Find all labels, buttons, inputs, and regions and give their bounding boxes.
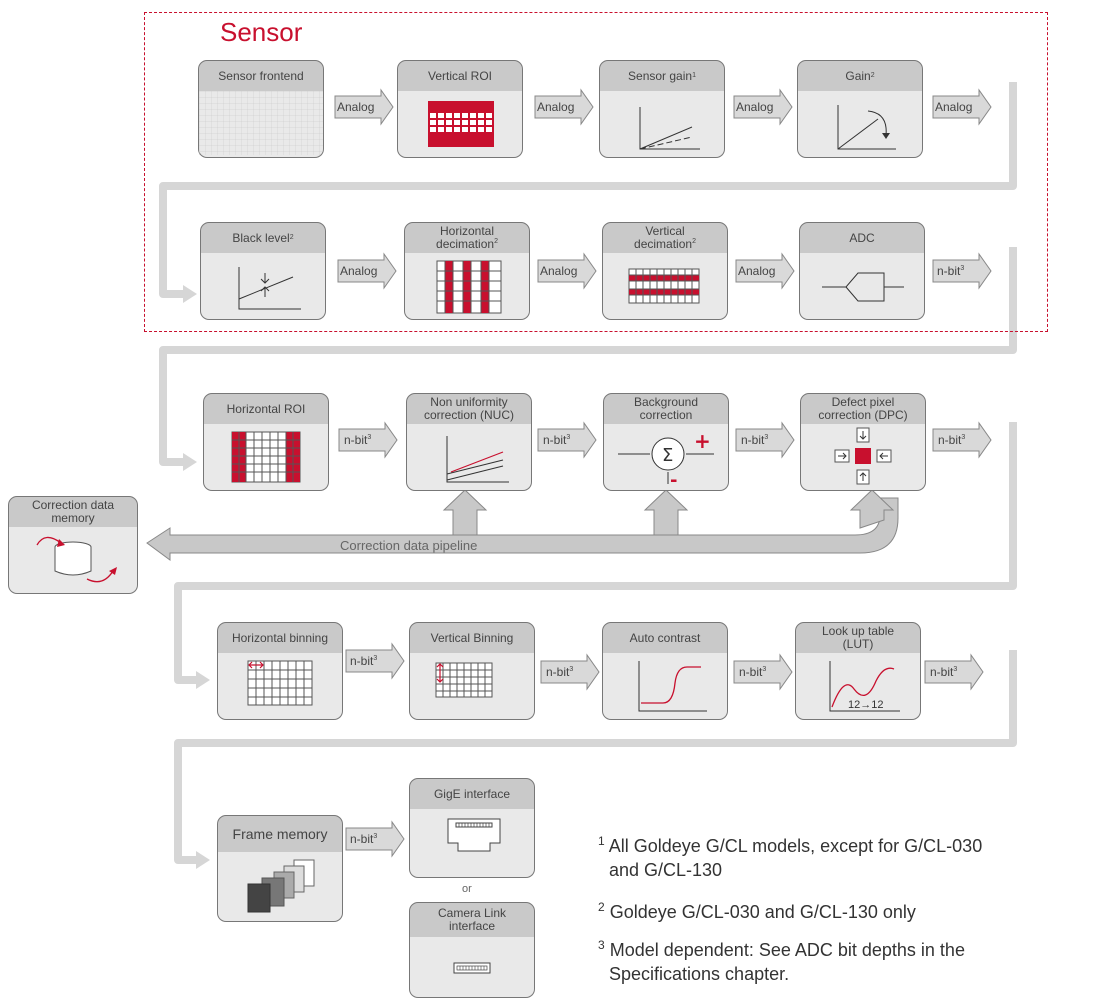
gain-curve-icon	[639, 107, 700, 150]
sensor-title: Sensor	[220, 17, 303, 47]
signal-analog-4: Analog	[935, 100, 973, 114]
block-title: Horizontal binning	[217, 622, 343, 654]
block-vertical-binning: Vertical Binning	[409, 622, 535, 720]
block-horizontal-binning: Horizontal binning	[217, 622, 343, 720]
block-title: ADC	[799, 222, 925, 254]
lut-mapping-label: 12→12	[848, 699, 884, 711]
camera-link-port-icon	[453, 962, 491, 974]
signal-nbit-8: n-bit3	[739, 665, 767, 679]
vertical-decimation-icon	[628, 268, 700, 304]
horizontal-decimation-icon	[436, 260, 502, 314]
block-title: Frame memory	[217, 815, 343, 853]
pixel-grid-icon	[428, 101, 494, 147]
signal-analog-7: Analog	[738, 264, 776, 278]
signal-nbit-7: n-bit3	[546, 665, 574, 679]
or-label: or	[462, 883, 472, 895]
block-title: Horizontal ROI	[203, 393, 329, 425]
gain-rotate-icon	[837, 105, 896, 150]
correction-pipeline-arrow	[146, 497, 899, 561]
block-title: Vertical Binning	[409, 622, 535, 654]
lut-curve-icon	[829, 661, 900, 712]
signal-nbit-1: n-bit3	[937, 264, 965, 278]
signal-nbit-3: n-bit3	[543, 433, 571, 447]
svg-text:Σ: Σ	[662, 445, 673, 466]
nuc-curve-icon	[446, 436, 509, 483]
signal-analog-5: Analog	[340, 264, 378, 278]
svg-text:-: -	[670, 470, 677, 488]
signal-analog-6: Analog	[540, 264, 578, 278]
black-level-icon	[238, 267, 301, 310]
signal-nbit-10: n-bit3	[350, 832, 378, 846]
database-icon	[36, 536, 117, 583]
block-sensor-frontend: Sensor frontend	[198, 60, 324, 158]
correction-pipeline-label: Correction data pipeline	[340, 538, 478, 553]
block-gige-interface: GigE interface	[409, 778, 535, 878]
block-title: Sensor frontend	[198, 60, 324, 92]
frames-stack-icon	[247, 859, 315, 913]
signal-nbit-9: n-bit3	[930, 665, 958, 679]
signal-nbit-6: n-bit3	[350, 654, 378, 668]
block-title: Auto contrast	[602, 622, 728, 654]
footnote-1: 1 All Goldeye G/CL models, except for G/…	[598, 834, 983, 880]
block-lut: Look up table(LUT) 12→12	[795, 622, 921, 720]
signal-analog-1: Analog	[337, 100, 375, 114]
s-curve-icon	[638, 661, 707, 712]
sum-icon: Σ + -	[618, 429, 714, 488]
signal-nbit-5: n-bit3	[938, 433, 966, 447]
block-frame-memory: Frame memory	[217, 815, 343, 922]
block-auto-contrast: Auto contrast	[602, 622, 728, 720]
block-vertical-roi: Vertical ROI	[397, 60, 523, 158]
signal-nbit-4: n-bit3	[741, 433, 769, 447]
signal-analog-3: Analog	[736, 100, 774, 114]
defect-pixel-icon	[834, 427, 892, 485]
svg-text:+: +	[694, 429, 711, 453]
signal-nbit-2: n-bit3	[344, 433, 372, 447]
adc-icon	[822, 272, 904, 302]
footnote-3: 3 Model dependent: See ADC bit depths in…	[598, 938, 965, 984]
horizontal-roi-icon	[231, 431, 301, 483]
block-title: Look up table(LUT)	[795, 622, 921, 654]
block-title: GigE interface	[409, 778, 535, 810]
block-title: Vertical ROI	[397, 60, 523, 92]
signal-analog-2: Analog	[537, 100, 575, 114]
ethernet-port-icon	[447, 818, 501, 852]
block-adc: ADC	[799, 222, 925, 320]
block-horizontal-roi: Horizontal ROI	[203, 393, 329, 491]
grid-icon	[199, 91, 323, 155]
vertical-binning-icon	[435, 662, 493, 698]
sensor-region	[144, 12, 1048, 332]
horizontal-binning-icon	[247, 660, 313, 706]
footnote-2: 2 Goldeye G/CL-030 and G/CL-130 only	[598, 900, 916, 922]
